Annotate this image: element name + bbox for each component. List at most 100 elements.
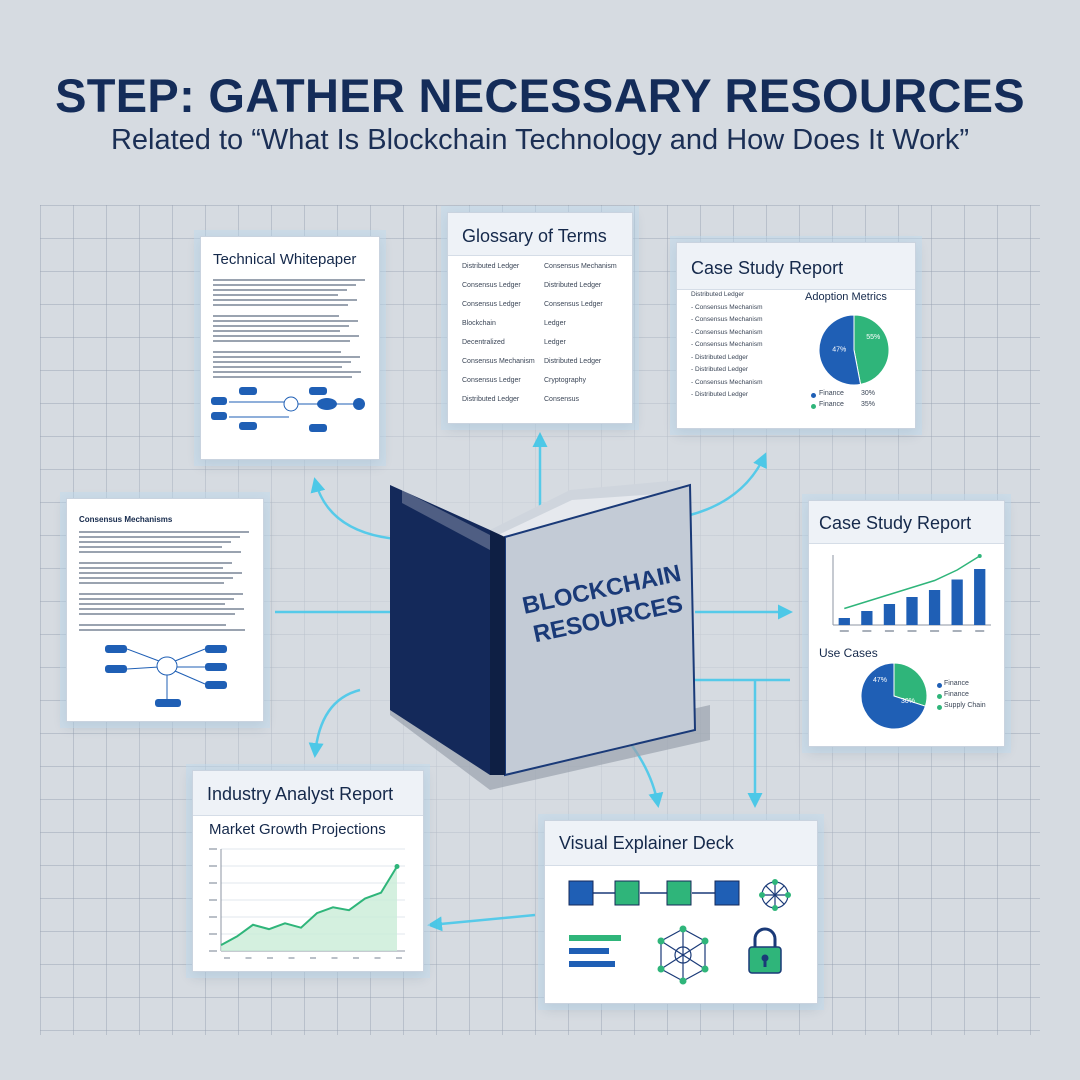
- pie-slice: [853, 314, 890, 385]
- legend-value: 35%: [861, 401, 876, 408]
- pie-label: 55%: [866, 334, 880, 341]
- block-chain-illustration: [568, 879, 791, 911]
- text-line: [79, 551, 241, 553]
- card-title: Case Study Report: [819, 513, 972, 533]
- pie-slice: [818, 314, 862, 386]
- text-line: [79, 562, 232, 564]
- list-item: - Consensus Mechanism: [691, 328, 763, 336]
- text-line: [79, 531, 249, 533]
- list-item: Distributed Ledger: [691, 291, 745, 298]
- pie-slice: [893, 662, 928, 707]
- legend-label: Finance: [819, 401, 844, 408]
- list-item: - Consensus Mechanism: [691, 378, 763, 386]
- bar: [974, 569, 986, 625]
- block-icon: [666, 880, 692, 906]
- legend-label: Finance: [944, 680, 969, 687]
- text-line: [79, 608, 244, 610]
- text-line: [79, 572, 242, 574]
- list-item: - Distributed Ledger: [691, 353, 749, 361]
- text-line: [79, 567, 223, 569]
- text-line: [79, 624, 226, 626]
- bar: [883, 604, 896, 625]
- legend-swatch: [811, 404, 816, 409]
- card-case-study-pie[interactable]: Case Study Report Adoption Metrics Distr…: [676, 242, 916, 429]
- text-line: [213, 330, 340, 332]
- legend-value: 30%: [861, 390, 876, 397]
- card-title: Case Study Report: [691, 258, 844, 278]
- glossary-term: Blockchain: [462, 320, 496, 327]
- legend-label: Finance: [944, 691, 969, 698]
- text-line: [213, 351, 341, 353]
- text-line: [79, 613, 235, 615]
- page-title: STEP: GATHER NECESSARY RESOURCES: [55, 69, 1025, 122]
- glossary-term: Consensus Mechanism: [462, 358, 535, 365]
- card-title: Glossary of Terms: [462, 226, 607, 246]
- legend-label: Supply Chain: [944, 702, 986, 709]
- series-line: [220, 865, 398, 947]
- text-line: [79, 598, 234, 600]
- card-header: [448, 213, 632, 256]
- text-line: [213, 284, 356, 286]
- flow-diagram: [211, 387, 365, 432]
- glossary-term: Consensus Ledger: [544, 301, 603, 308]
- card-header: [545, 821, 817, 866]
- text-line: [213, 376, 352, 378]
- card-title: Technical Whitepaper: [213, 251, 357, 268]
- trend-point: [977, 554, 982, 558]
- use-cases-pie-chart: 47%30%: [860, 662, 928, 730]
- glossary-term: Ledger: [544, 339, 566, 346]
- block-icon: [568, 880, 594, 906]
- use-cases-label: Use Cases: [819, 646, 878, 660]
- text-line: [213, 279, 365, 281]
- glossary-term: Distributed Ledger: [462, 396, 520, 403]
- book-illustration: [390, 480, 710, 790]
- case-study-bar-chart: [832, 554, 991, 632]
- text-line: [79, 629, 245, 631]
- text-line: [213, 361, 351, 363]
- network-mesh-icon: [657, 925, 709, 985]
- card-header: [677, 243, 915, 290]
- glossary-term: Decentralized: [462, 339, 505, 346]
- legend-label: Finance: [819, 390, 844, 397]
- pie-slice: [860, 662, 927, 730]
- market-growth-chart: [209, 848, 405, 959]
- trend-line: [844, 555, 981, 610]
- text-line: [213, 304, 348, 306]
- text-line: [79, 593, 243, 595]
- page-subtitle: Related to “What Is Blockchain Technolog…: [110, 124, 970, 156]
- list-item: - Distributed Ledger: [691, 391, 749, 398]
- area-fill: [221, 866, 397, 951]
- list-item: - Consensus Mechanism: [691, 341, 763, 348]
- consensus-diagram: [105, 645, 227, 707]
- block-icon: [714, 880, 740, 906]
- card-case-study-bar[interactable]: Case Study Report Use Cases 47%30% Finan…: [808, 500, 1005, 747]
- glossary-term: Distributed Ledger: [544, 358, 602, 365]
- glossary-term: Cryptography: [544, 377, 587, 384]
- legend-swatch: [937, 683, 942, 688]
- text-line: [79, 541, 231, 543]
- text-line: [213, 315, 339, 317]
- text-line: [213, 320, 358, 322]
- glossary-term: Ledger: [544, 320, 566, 327]
- card-research-paper[interactable]: Consensus Mechanisms: [66, 498, 264, 722]
- card-visual-explainer[interactable]: Visual Explainer Deck: [544, 820, 818, 1004]
- list-item: - Consensus Mechanism: [691, 316, 763, 323]
- bar: [861, 611, 873, 625]
- glossary-term: Consensus Ledger: [462, 301, 521, 308]
- padlock-icon: [748, 927, 782, 974]
- legend-swatch: [937, 694, 942, 699]
- pie-label: 47%: [832, 346, 846, 353]
- text-line: [79, 577, 233, 579]
- glossary-term: Distributed Ledger: [462, 263, 520, 270]
- glossary-term: Distributed Ledger: [544, 282, 602, 289]
- bar: [838, 618, 850, 625]
- card-industry-analyst[interactable]: Industry Analyst Report Market Growth Pr…: [192, 770, 424, 972]
- text-line: [213, 356, 360, 358]
- text-line: [79, 536, 240, 538]
- adoption-pie-chart: 47% 55%: [818, 314, 890, 386]
- card-technical-whitepaper[interactable]: Technical Whitepaper: [200, 236, 380, 460]
- glossary-term: Consensus: [544, 396, 580, 403]
- list-item: - Consensus Mechanism: [691, 303, 763, 311]
- glossary-term: Consensus Ledger: [462, 282, 521, 289]
